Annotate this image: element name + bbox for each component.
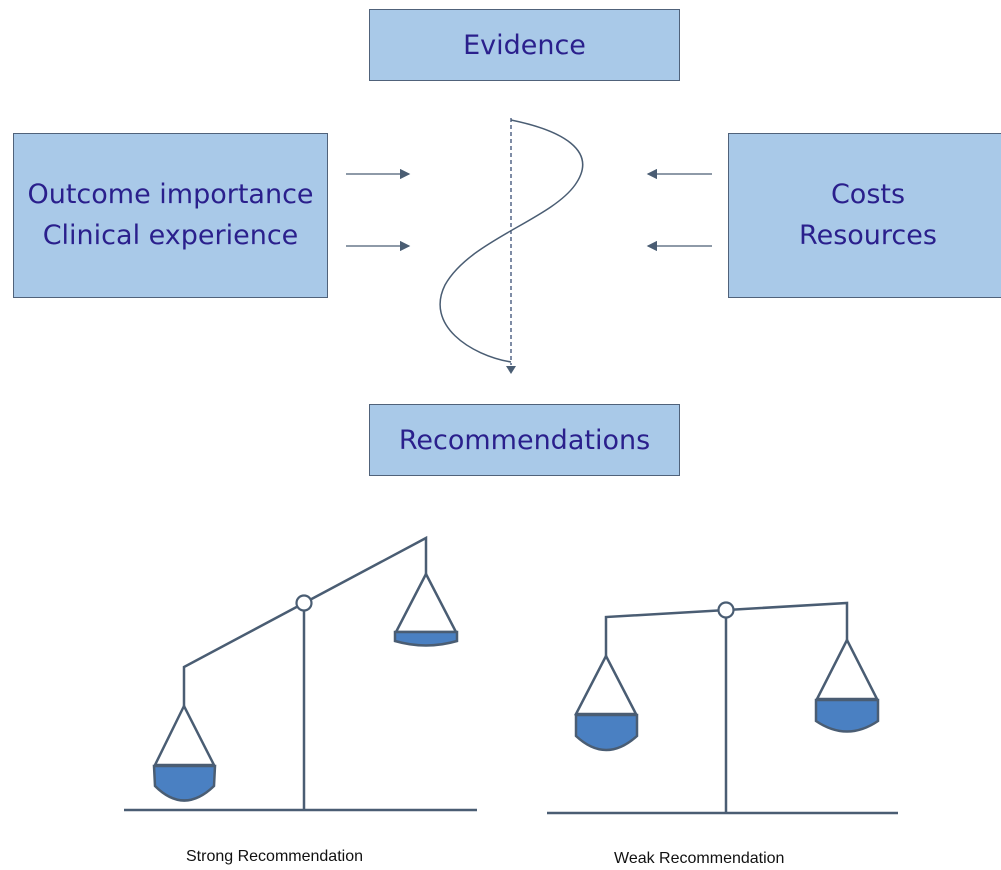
- strong-recommendation-caption: Strong Recommendation: [186, 848, 363, 865]
- costs-label: Costs: [830, 179, 906, 210]
- down-arrowhead: [506, 366, 516, 374]
- weak-pivot: [717, 601, 735, 619]
- outcome-factors-box: Outcome importance Clinical experience: [13, 133, 328, 298]
- weak-recommendation-caption: Weak Recommendation: [614, 850, 785, 867]
- evidence-label: Evidence: [463, 29, 586, 61]
- recommendations-box: Recommendations: [369, 404, 680, 476]
- weak-scale: [547, 601, 898, 815]
- strong-heavy-pan: [152, 764, 217, 802]
- evidence-box: Evidence: [369, 9, 680, 81]
- weak-left-pan: [574, 713, 639, 752]
- strong-scale: [124, 535, 477, 812]
- clinical-experience-label: Clinical experience: [42, 219, 299, 251]
- outcome-importance-label: Outcome importance: [27, 179, 314, 210]
- s-curve: [439, 119, 584, 363]
- strong-pivot: [295, 594, 313, 612]
- resources-label: Resources: [799, 219, 937, 251]
- strong-light-pan: [393, 630, 459, 647]
- cost-factors-box: Costs Resources: [728, 133, 1001, 298]
- recommendations-label: Recommendations: [398, 424, 651, 456]
- weak-right-pan: [814, 698, 880, 733]
